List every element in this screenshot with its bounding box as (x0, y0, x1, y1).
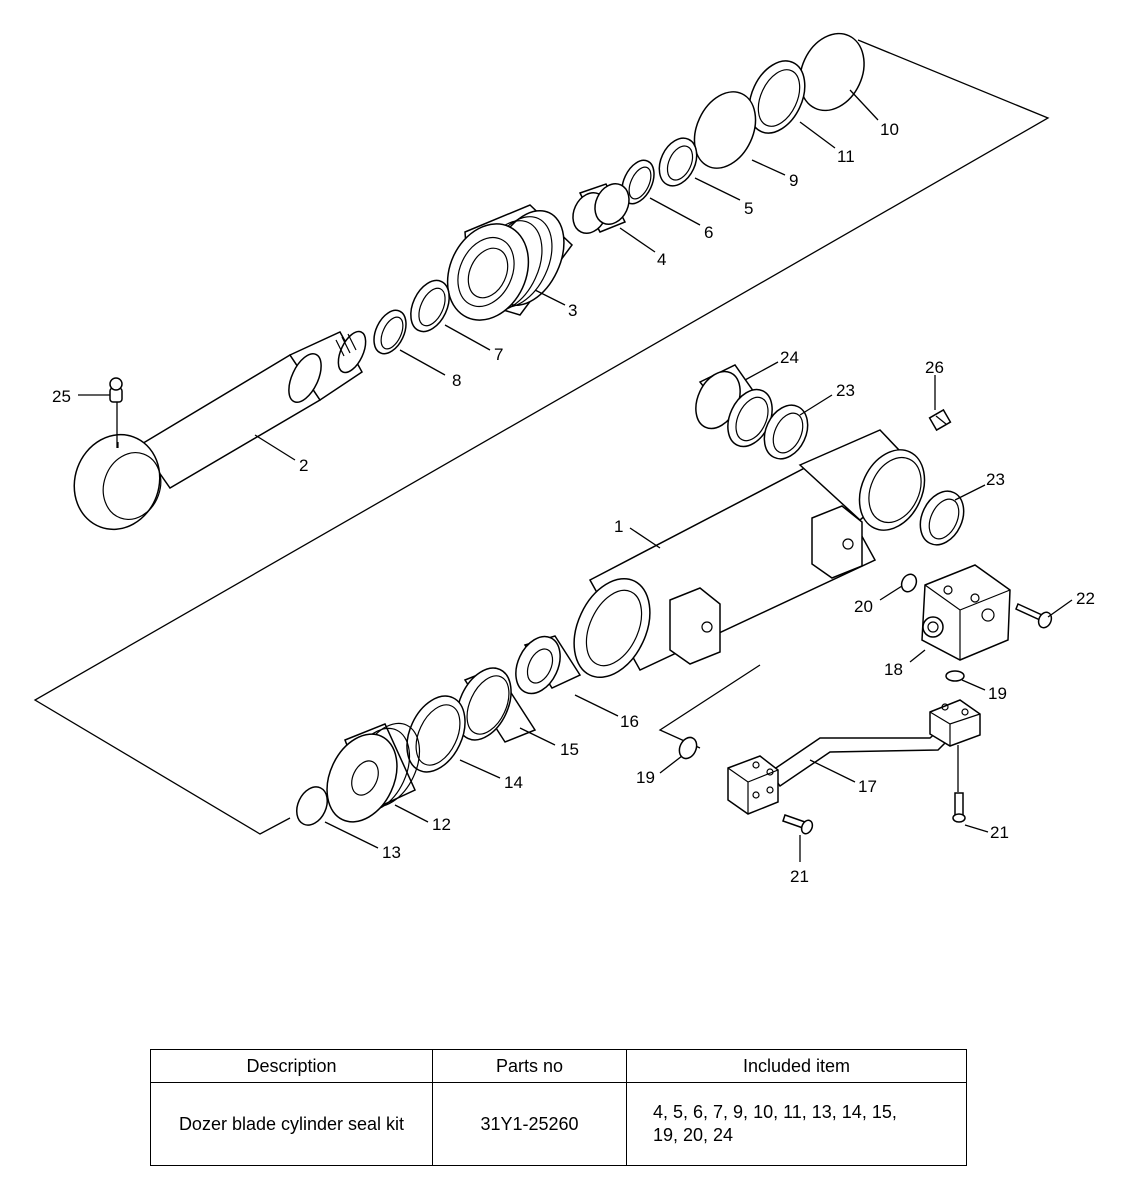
part-23-dust-seal-upper (763, 404, 809, 460)
callout-4: 4 (657, 250, 666, 269)
callout-19-upper: 19 (988, 684, 1007, 703)
part-23-dust-seal-lower (919, 490, 965, 546)
part-4-bushing (572, 183, 630, 234)
part-24-bushing (695, 364, 773, 448)
callout-21-right: 21 (990, 823, 1009, 842)
callout-1: 1 (614, 517, 623, 536)
callout-25: 25 (52, 387, 71, 406)
part-18-valve-block (921, 564, 1011, 661)
cell-description: Dozer blade cylinder seal kit (150, 1082, 433, 1166)
part-15-wear-ring (456, 667, 537, 743)
included-items-line-1: 4, 5, 6, 7, 9, 10, 11, 13, 14, 15, (653, 1102, 897, 1122)
part-16-cushion-ring (515, 635, 582, 695)
cell-parts-no: 31Y1-25260 (432, 1082, 627, 1166)
part-7-o-ring (410, 279, 450, 333)
callout-3: 3 (568, 301, 577, 320)
part-21-bolt-right (952, 792, 966, 823)
table-row: Dozer blade cylinder seal kit 31Y1-25260… (150, 1082, 967, 1166)
leader-lines (78, 89, 1073, 862)
callout-7: 7 (494, 345, 503, 364)
part-13-o-ring (296, 786, 328, 826)
callout-23-lower: 23 (986, 470, 1005, 489)
cell-included-items: 4, 5, 6, 7, 9, 10, 11, 13, 14, 15, 19, 2… (626, 1082, 967, 1166)
callout-26: 26 (925, 358, 944, 377)
table-header-row: Description Parts no Included item (150, 1049, 967, 1083)
part-19-o-ring-lower (678, 736, 698, 760)
callout-15: 15 (560, 740, 579, 759)
callout-6: 6 (704, 223, 713, 242)
part-17-pipe (727, 699, 981, 815)
callout-21-lower: 21 (790, 867, 809, 886)
callout-24: 24 (780, 348, 799, 367)
callout-2: 2 (299, 456, 308, 475)
callout-19-lower: 19 (636, 768, 655, 787)
callout-8: 8 (452, 371, 461, 390)
included-items-line-2: 19, 20, 24 (653, 1125, 734, 1145)
header-parts-no: Parts no (432, 1049, 627, 1083)
header-description: Description (150, 1049, 433, 1083)
callout-10: 10 (880, 120, 899, 139)
part-10-backup-ring (799, 32, 865, 112)
callout-14: 14 (504, 773, 523, 792)
callout-13: 13 (382, 843, 401, 862)
callout-20: 20 (854, 597, 873, 616)
callout-22: 22 (1076, 589, 1095, 608)
callout-12: 12 (432, 815, 451, 834)
part-14-piston-seal (406, 695, 466, 773)
part-21-bolt-lower (782, 814, 814, 835)
part-1-cylinder-tube (573, 429, 926, 679)
part-11-dust-seal (748, 60, 806, 134)
seal-kit-table: Description Parts no Included item Dozer… (150, 1049, 967, 1166)
callout-17: 17 (858, 777, 877, 796)
part-3-rod-cover (446, 204, 573, 321)
part-2-piston-rod (73, 330, 367, 531)
callout-23-upper: 23 (836, 381, 855, 400)
callout-labels: 10 11 9 5 6 4 3 7 8 2 25 24 23 26 1 23 2… (52, 120, 1095, 886)
part-19-o-ring-upper (945, 670, 965, 682)
callout-11: 11 (837, 147, 855, 166)
part-20-o-ring (900, 573, 918, 593)
header-included-item: Included item (626, 1049, 967, 1083)
callout-18: 18 (884, 660, 903, 679)
part-9-o-ring (693, 91, 757, 169)
callout-16: 16 (620, 712, 639, 731)
callout-5: 5 (744, 199, 753, 218)
part-5-rod-seal (658, 137, 698, 187)
part-22-bolt (1015, 602, 1053, 629)
exploded-parts-diagram: 10 11 9 5 6 4 3 7 8 2 25 24 23 26 1 23 2… (33, 32, 1095, 886)
part-26-grease-fitting (928, 408, 952, 432)
part-8-retaining-ring (373, 309, 407, 355)
part-12-piston (326, 722, 421, 823)
callout-9: 9 (789, 171, 798, 190)
